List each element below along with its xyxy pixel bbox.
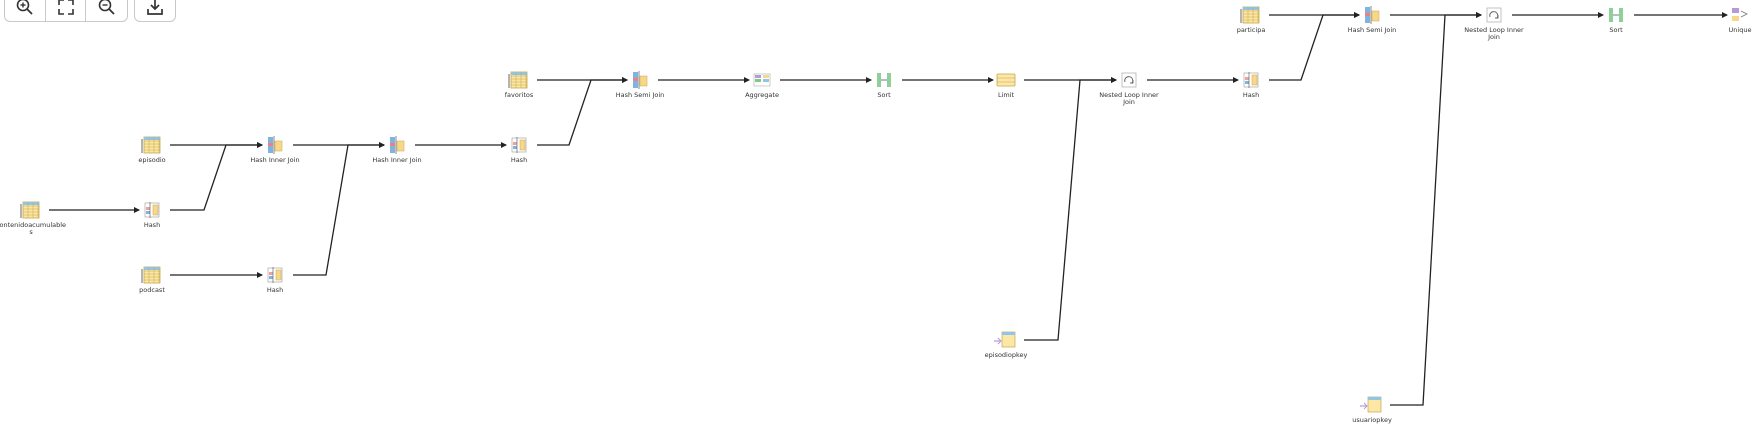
hash-icon (1243, 72, 1259, 88)
index-scan-icon (994, 331, 1016, 348)
node-label: Limit (998, 91, 1015, 99)
node-label: Nested Loop Inner (1464, 26, 1524, 34)
plan-node-episodio[interactable]: episodio (138, 136, 166, 164)
node-label: favoritos (505, 91, 534, 99)
download-button[interactable] (135, 0, 175, 21)
plan-node-unique[interactable]: Unique (1729, 8, 1752, 34)
plan-node-sort1[interactable]: Sort (877, 73, 891, 99)
node-label: Join (1122, 98, 1135, 106)
plan-node-hij2[interactable]: Hash Inner Join (372, 136, 422, 164)
plan-node-limit[interactable]: Limit (996, 73, 1016, 99)
edge-n_hash4-to-n_hsj2 (1269, 12, 1360, 81)
nested-loop-icon (1486, 7, 1502, 23)
hash-icon (267, 267, 283, 283)
node-label: podcast (139, 286, 165, 294)
table-scan-icon (141, 266, 161, 284)
download-controls (134, 0, 176, 22)
plan-node-sort2[interactable]: Sort (1609, 8, 1623, 34)
zoom-in-button[interactable] (5, 0, 46, 21)
nested-loop-icon (1121, 72, 1137, 88)
node-label: Hash (1243, 91, 1259, 99)
plan-node-favoritos[interactable]: favoritos (505, 71, 534, 99)
node-label: Hash (267, 286, 283, 294)
node-label: Hash (144, 221, 160, 229)
table-scan-icon (508, 71, 528, 89)
node-label: Hash Semi Join (1348, 26, 1397, 34)
plan-node-hsj1[interactable]: Hash Semi Join (616, 71, 665, 99)
node-label: s (29, 228, 33, 236)
table-scan-icon (1240, 6, 1260, 24)
hash-join-icon (268, 136, 283, 154)
edge-n_usupkey-to-n_nlij2 (1390, 12, 1482, 406)
node-label: Aggregate (745, 91, 779, 99)
plan-node-podcast[interactable]: podcast (139, 266, 165, 294)
zoom-in-icon (16, 0, 33, 15)
unique-icon (1732, 8, 1748, 21)
plan-node-hash1[interactable]: Hash (144, 202, 160, 229)
aggregate-icon (753, 73, 771, 87)
node-label: Hash Inner Join (250, 156, 299, 164)
node-label: Unique (1729, 26, 1752, 34)
edge-n_hash2-to-n_hij2 (293, 142, 385, 276)
plan-node-participa[interactable]: participa (1237, 6, 1266, 34)
plan-node-hij1[interactable]: Hash Inner Join (250, 136, 300, 164)
plan-edges (49, 12, 1728, 406)
table-scan-icon (20, 201, 40, 219)
node-label: Sort (1609, 26, 1623, 34)
node-label: Join (1487, 33, 1500, 41)
download-icon (147, 0, 163, 15)
edge-n_epipkey-to-n_nlij1 (1024, 77, 1117, 341)
sort-icon (877, 73, 891, 87)
node-label: Nested Loop Inner (1099, 91, 1159, 99)
plan-node-hash4[interactable]: Hash (1243, 72, 1259, 99)
node-label: usuariopkey (1352, 416, 1392, 424)
zoom-controls (4, 0, 128, 22)
edge-n_hash3-to-n_hsj1 (537, 77, 628, 146)
sort-icon (1609, 8, 1623, 22)
edge-n_hash1-to-n_hij1 (170, 142, 263, 211)
zoom-out-icon (98, 0, 115, 15)
plan-node-usupkey[interactable]: usuariopkey (1352, 396, 1392, 424)
node-label: contenidoacumulable (0, 221, 66, 229)
table-scan-icon (141, 136, 161, 154)
node-label: episodio (138, 156, 165, 164)
node-label: episodiopkey (985, 351, 1028, 359)
hash-join-icon (390, 136, 405, 154)
plan-node-aggregate[interactable]: Aggregate (745, 73, 779, 99)
limit-icon (996, 73, 1016, 87)
hash-join-icon (1365, 6, 1380, 24)
fit-to-screen-button[interactable] (46, 0, 87, 21)
node-label: Hash Semi Join (616, 91, 665, 99)
node-label: Hash Inner Join (372, 156, 421, 164)
index-scan-icon (1360, 396, 1382, 413)
plan-node-hash3[interactable]: Hash (511, 137, 527, 164)
hash-icon (144, 202, 160, 218)
node-label: Sort (877, 91, 891, 99)
node-label: Hash (511, 156, 527, 164)
hash-icon (511, 137, 527, 153)
zoom-out-button[interactable] (86, 0, 127, 21)
plan-node-epipkey[interactable]: episodiopkey (985, 331, 1028, 359)
hash-join-icon (633, 71, 648, 89)
plan-node-hash2[interactable]: Hash (267, 267, 283, 294)
plan-node-hsj2[interactable]: Hash Semi Join (1348, 6, 1397, 34)
node-label: participa (1237, 26, 1266, 34)
